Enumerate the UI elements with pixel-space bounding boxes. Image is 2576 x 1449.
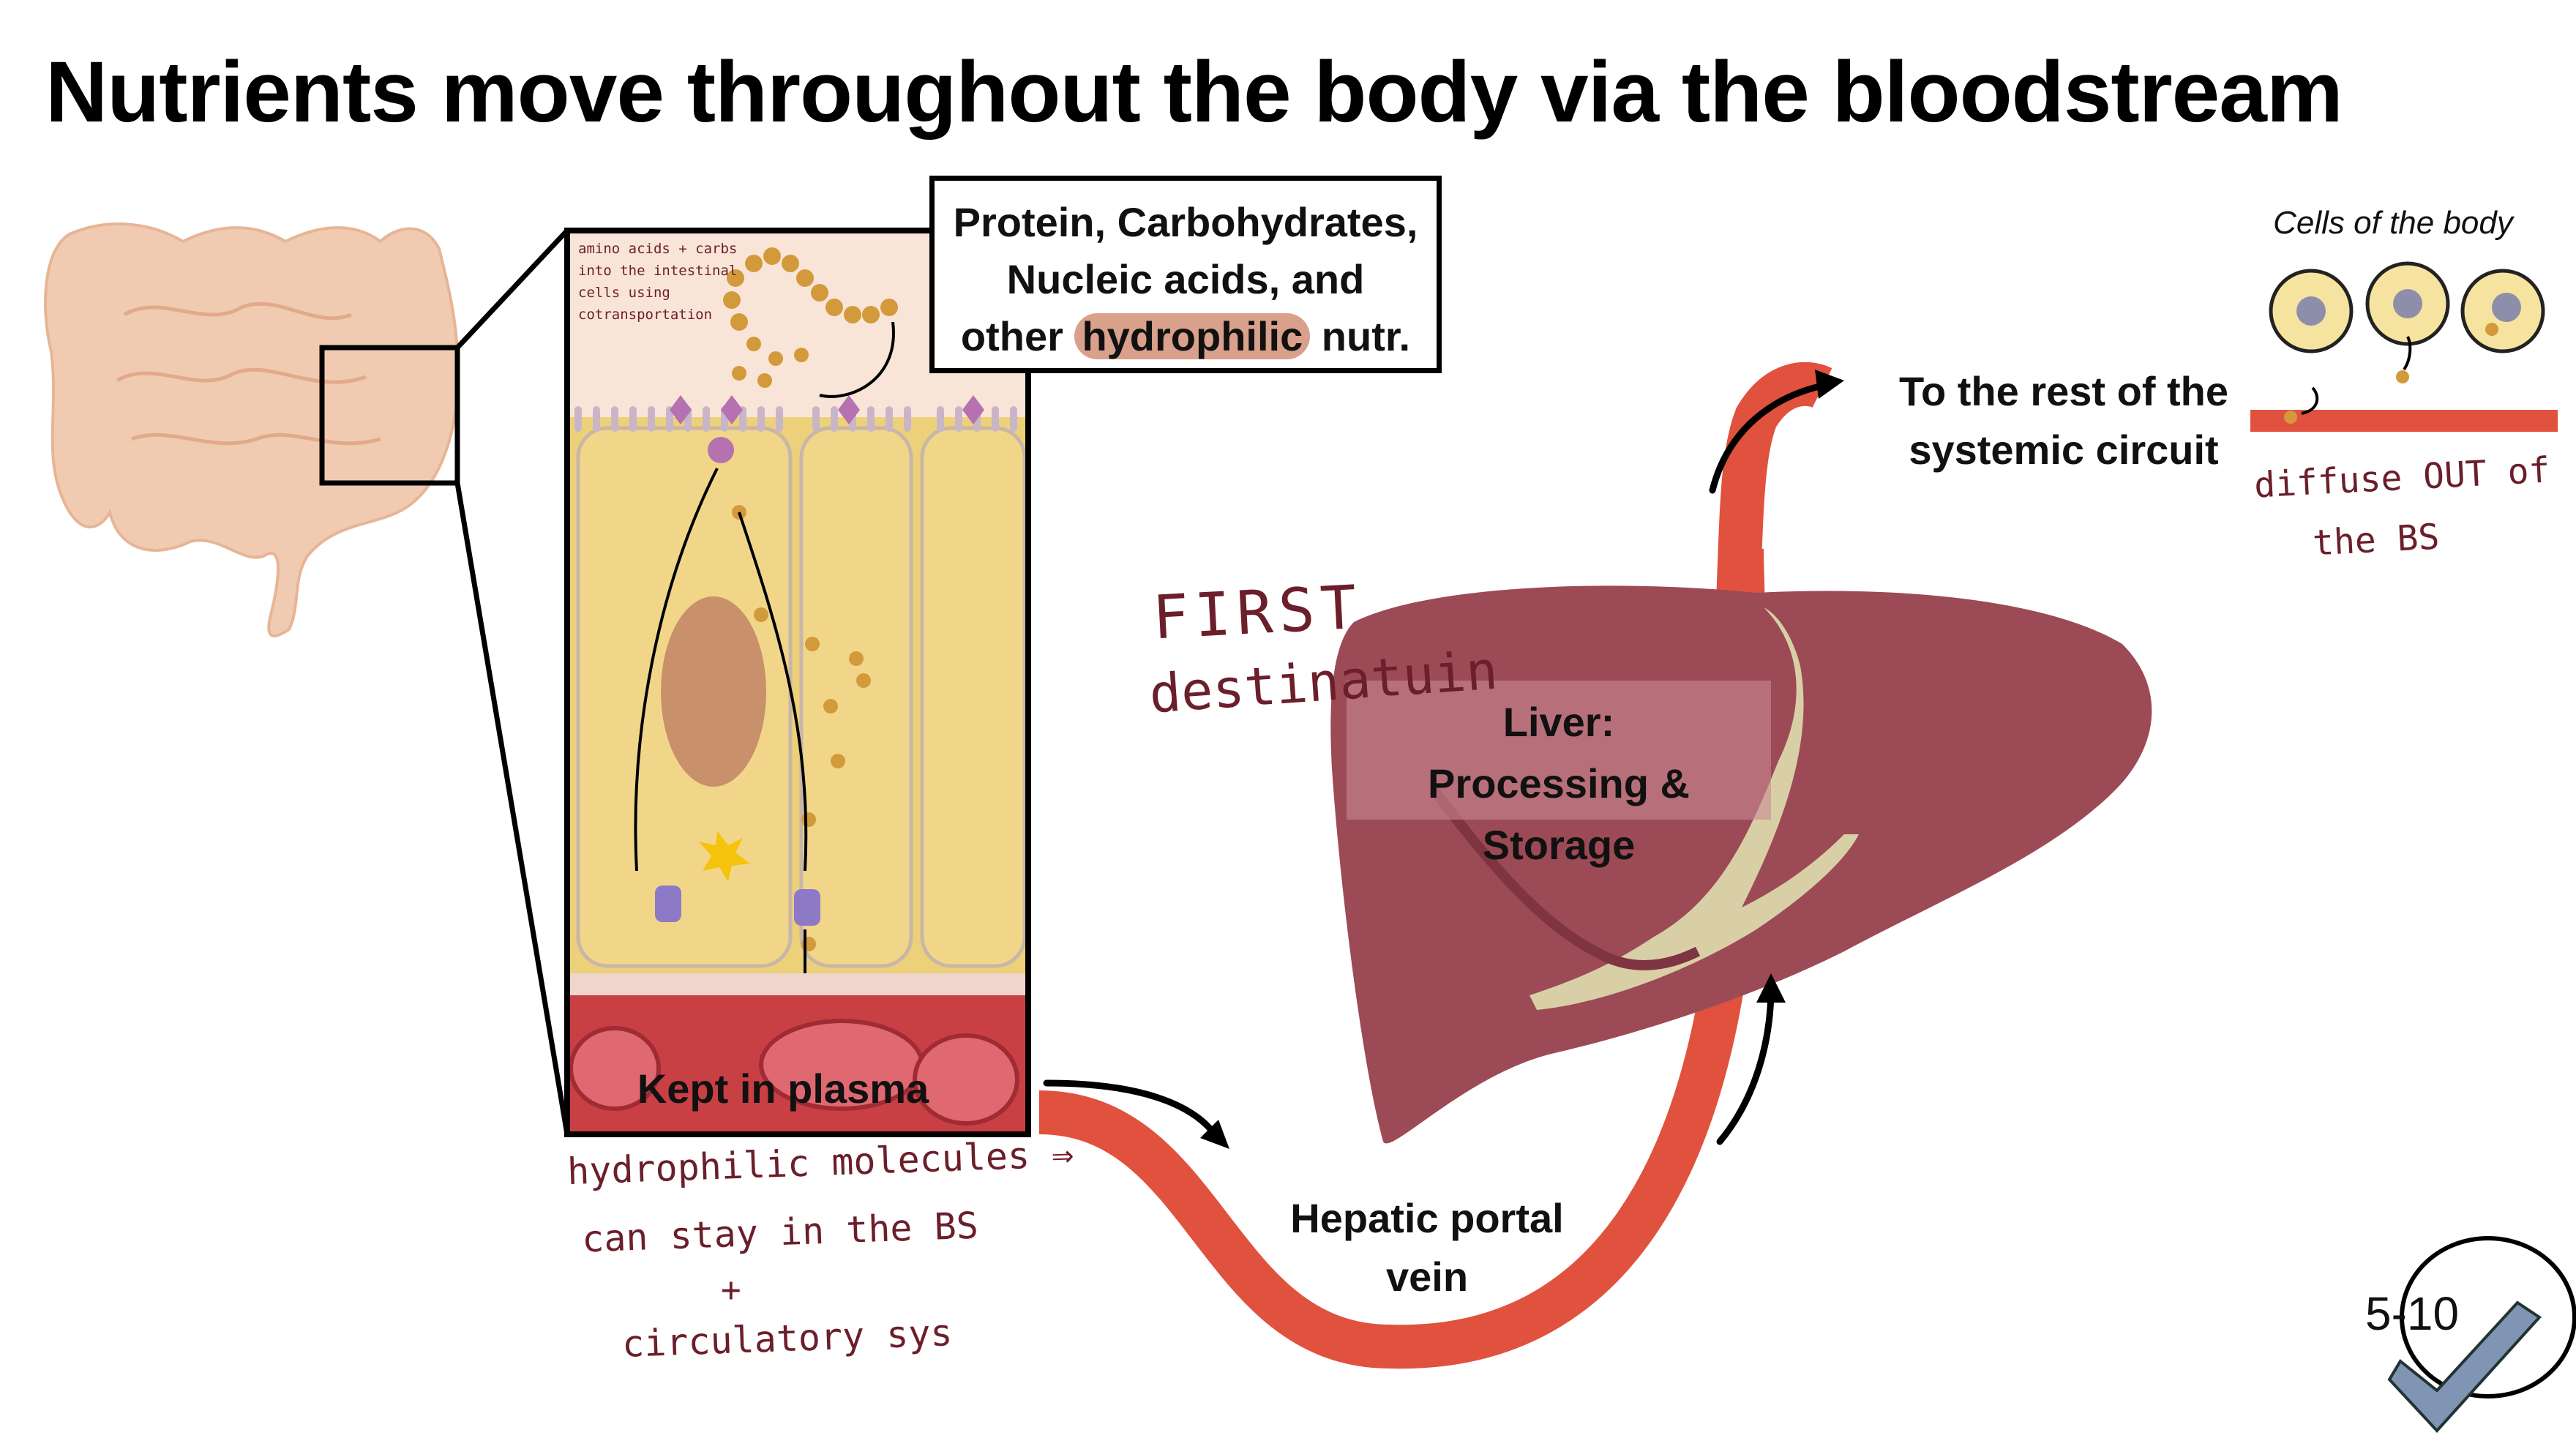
cells-label: Cells of the body [2273,205,2513,241]
note-cotransport: amino acids + carbs into the intestinal … [578,241,738,323]
rest-label-line-2: systemic circuit [1909,427,2219,473]
nutrient-line-3: other hydrophilic nutr. [935,308,1437,365]
flow-arrows [1043,381,1833,1145]
systemic-vessel [1716,362,1832,602]
liver-label: Liver: Processing & Storage [1354,692,1764,876]
hydrophilic-highlight: hydrophilic [1074,313,1311,359]
body-cells [2250,261,2558,432]
nutrient-types-box: Protein, Carbohydrates, Nucleic acids, a… [929,176,1442,373]
arrowheads [1200,370,1844,1149]
progress-badge [2387,1236,2576,1433]
note-hydrophilic-line-3: + [721,1270,741,1309]
intestinal-cell-panel [564,228,1031,1137]
plasma-label: Kept in plasma [637,1066,929,1112]
badge-label: 5-10 [2365,1287,2460,1340]
systemic-circuit-label: To the rest of the systemic circuit [1844,362,2283,479]
liver-label-line-2: Processing & Storage [1428,760,1690,868]
zoom-line-top [455,228,569,350]
nutrient-line-3-suffix: nutr. [1310,313,1411,359]
zoom-line-bottom [454,482,570,1135]
liver-illustration [1330,585,2152,1144]
capillary [2250,410,2558,432]
nutrient-line-1: Protein, Carbohydrates, [953,199,1418,245]
portal-label-line-1: Hepatic portal [1290,1195,1564,1241]
note-first: FIRST [1150,572,1365,654]
portal-label-line-2: vein [1385,1254,1469,1300]
rest-label-line-1: To the rest of the [1898,368,2229,414]
liver-label-line-1: Liver: [1502,699,1615,745]
note-diffuse-line-2: the BS [2311,516,2441,564]
portal-vein-label: Hepatic portal vein [1244,1189,1610,1306]
nutrient-line-3-prefix: other [960,313,1075,359]
page-title: Nutrients move throughout the body via t… [45,44,2343,141]
nutrient-line-2: Nucleic acids, and [1006,256,1365,302]
zoom-box [319,345,460,486]
nucleus [661,596,766,787]
intestine-illustration [44,222,460,637]
